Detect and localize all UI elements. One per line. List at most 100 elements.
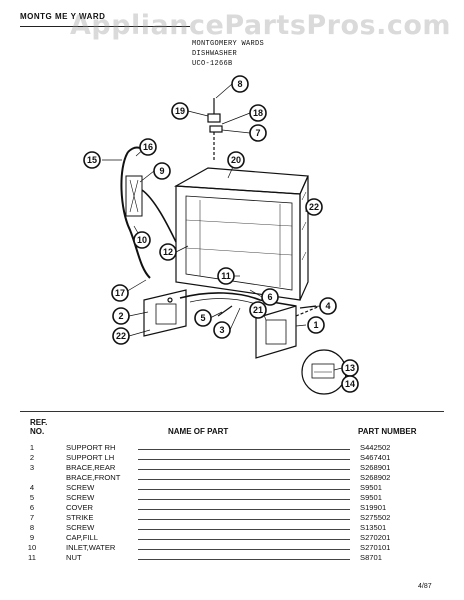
table-row: 6 COVER S19901 — [20, 503, 444, 513]
col-header-no: NO. — [30, 427, 45, 436]
svg-text:4: 4 — [325, 301, 330, 311]
part-name: BRACE,REAR — [66, 463, 116, 472]
callout-14: 14 — [341, 375, 359, 393]
svg-text:8: 8 — [237, 79, 242, 89]
svg-text:9: 9 — [159, 166, 164, 176]
svg-text:18: 18 — [253, 108, 263, 118]
part-number: S270201 — [360, 533, 391, 542]
exploded-parts-diagram: 8 19 18 7 16 15 9 20 22 10 12 11 17 6 4 … — [83, 75, 359, 395]
leader-rule — [138, 499, 350, 500]
ref-no: 10 — [27, 543, 37, 552]
table-row: 10 INLET,WATER S270101 — [20, 543, 444, 553]
svg-text:13: 13 — [345, 363, 355, 373]
right-support-plate — [255, 305, 321, 359]
dishwasher-tub — [173, 167, 309, 301]
svg-text:5: 5 — [200, 313, 205, 323]
ref-no: 2 — [29, 453, 35, 462]
leader-rule — [138, 559, 350, 560]
svg-text:6: 6 — [267, 292, 272, 302]
callout-4: 4 — [319, 297, 337, 315]
table-row: 2 SUPPORT LH S467401 — [20, 453, 444, 463]
ref-no: 7 — [29, 513, 35, 522]
callout-17: 17 — [111, 284, 129, 302]
callout-6: 6 — [261, 288, 279, 306]
svg-text:11: 11 — [221, 271, 231, 281]
leader-rule — [138, 529, 350, 530]
svg-text:1: 1 — [313, 320, 318, 330]
callout-10: 10 — [133, 231, 151, 249]
callout-5: 5 — [194, 309, 212, 327]
leader-rule — [138, 539, 350, 540]
table-row: 4 SCREW S9501 — [20, 483, 444, 493]
callout-11: 11 — [217, 267, 235, 285]
svg-text:3: 3 — [219, 325, 224, 335]
svg-text:7: 7 — [255, 128, 260, 138]
part-number: S270101 — [360, 543, 391, 552]
callout-9: 9 — [153, 162, 171, 180]
svg-text:15: 15 — [87, 155, 97, 165]
callout-15: 15 — [83, 151, 101, 169]
model-line-2: DISHWASHER — [192, 50, 238, 58]
svg-text:17: 17 — [115, 288, 125, 298]
callout-22a: 22 — [305, 198, 323, 216]
callout-12: 12 — [159, 243, 177, 261]
part-number: S442502 — [360, 443, 391, 452]
svg-text:22: 22 — [309, 202, 319, 212]
screw-5 — [217, 305, 233, 317]
revision-date: 4/87 — [418, 583, 432, 590]
part-name: SUPPORT RH — [66, 443, 116, 452]
part-name: SCREW — [66, 523, 95, 532]
svg-text:12: 12 — [163, 247, 173, 257]
part-name: SCREW — [66, 483, 95, 492]
callout-19: 19 — [171, 102, 189, 120]
header-rule — [20, 26, 190, 27]
svg-text:16: 16 — [143, 142, 153, 152]
svg-text:2: 2 — [118, 311, 123, 321]
callout-7: 7 — [249, 124, 267, 142]
strike-assembly — [207, 98, 223, 160]
svg-text:14: 14 — [345, 379, 355, 389]
table-row: 9 CAP,FILL S270201 — [20, 533, 444, 543]
callout-2: 2 — [112, 307, 130, 325]
part-number: S268901 — [360, 463, 391, 472]
callout-group: 8 19 18 7 16 15 9 20 22 10 12 11 17 6 4 … — [83, 75, 359, 393]
callout-1: 1 — [307, 316, 325, 334]
ref-no: 8 — [29, 523, 35, 532]
callout-18: 18 — [249, 104, 267, 122]
leader-rule — [138, 519, 350, 520]
table-top-rule — [20, 411, 444, 412]
part-number: S268902 — [360, 473, 391, 482]
svg-text:19: 19 — [175, 106, 185, 116]
callout-20: 20 — [227, 151, 245, 169]
part-name: BRACE,FRONT — [66, 473, 121, 482]
leader-rule — [138, 489, 350, 490]
callout-21: 21 — [249, 301, 267, 319]
part-number: S9501 — [360, 483, 382, 492]
part-name: COVER — [66, 503, 94, 512]
part-name: CAP,FILL — [66, 533, 98, 542]
watermark: AppliancePartsPros.com — [70, 10, 452, 41]
part-name: SUPPORT LH — [66, 453, 115, 462]
callout-3: 3 — [213, 321, 231, 339]
part-name: NUT — [66, 553, 82, 562]
ref-no: 11 — [28, 553, 36, 562]
part-number: S275502 — [360, 513, 391, 522]
leader-rule — [138, 449, 350, 450]
callout-22b: 22 — [112, 327, 130, 345]
table-row: 8 SCREW S13501 — [20, 523, 444, 533]
table-row: 1 SUPPORT RH S442502 — [20, 443, 444, 453]
table-row: 11 NUT S8701 — [20, 553, 444, 563]
ref-no: 1 — [29, 443, 35, 452]
brand-header: MONTG ME Y WARD — [20, 12, 106, 21]
table-row: 3 BRACE,REAR S268901 — [20, 463, 444, 473]
callout-8: 8 — [231, 75, 249, 93]
col-header-part-number: PART NUMBER — [358, 427, 417, 436]
table-row: 5 SCREW S9501 — [20, 493, 444, 503]
part-name: SCREW — [66, 493, 95, 502]
svg-text:21: 21 — [253, 305, 263, 315]
model-line-1: MONTGOMERY WARDS — [192, 40, 265, 48]
front-brace — [179, 292, 297, 307]
ref-no: 6 — [29, 503, 35, 512]
ref-no: 9 — [29, 533, 35, 542]
part-name: INLET,WATER — [66, 543, 116, 552]
